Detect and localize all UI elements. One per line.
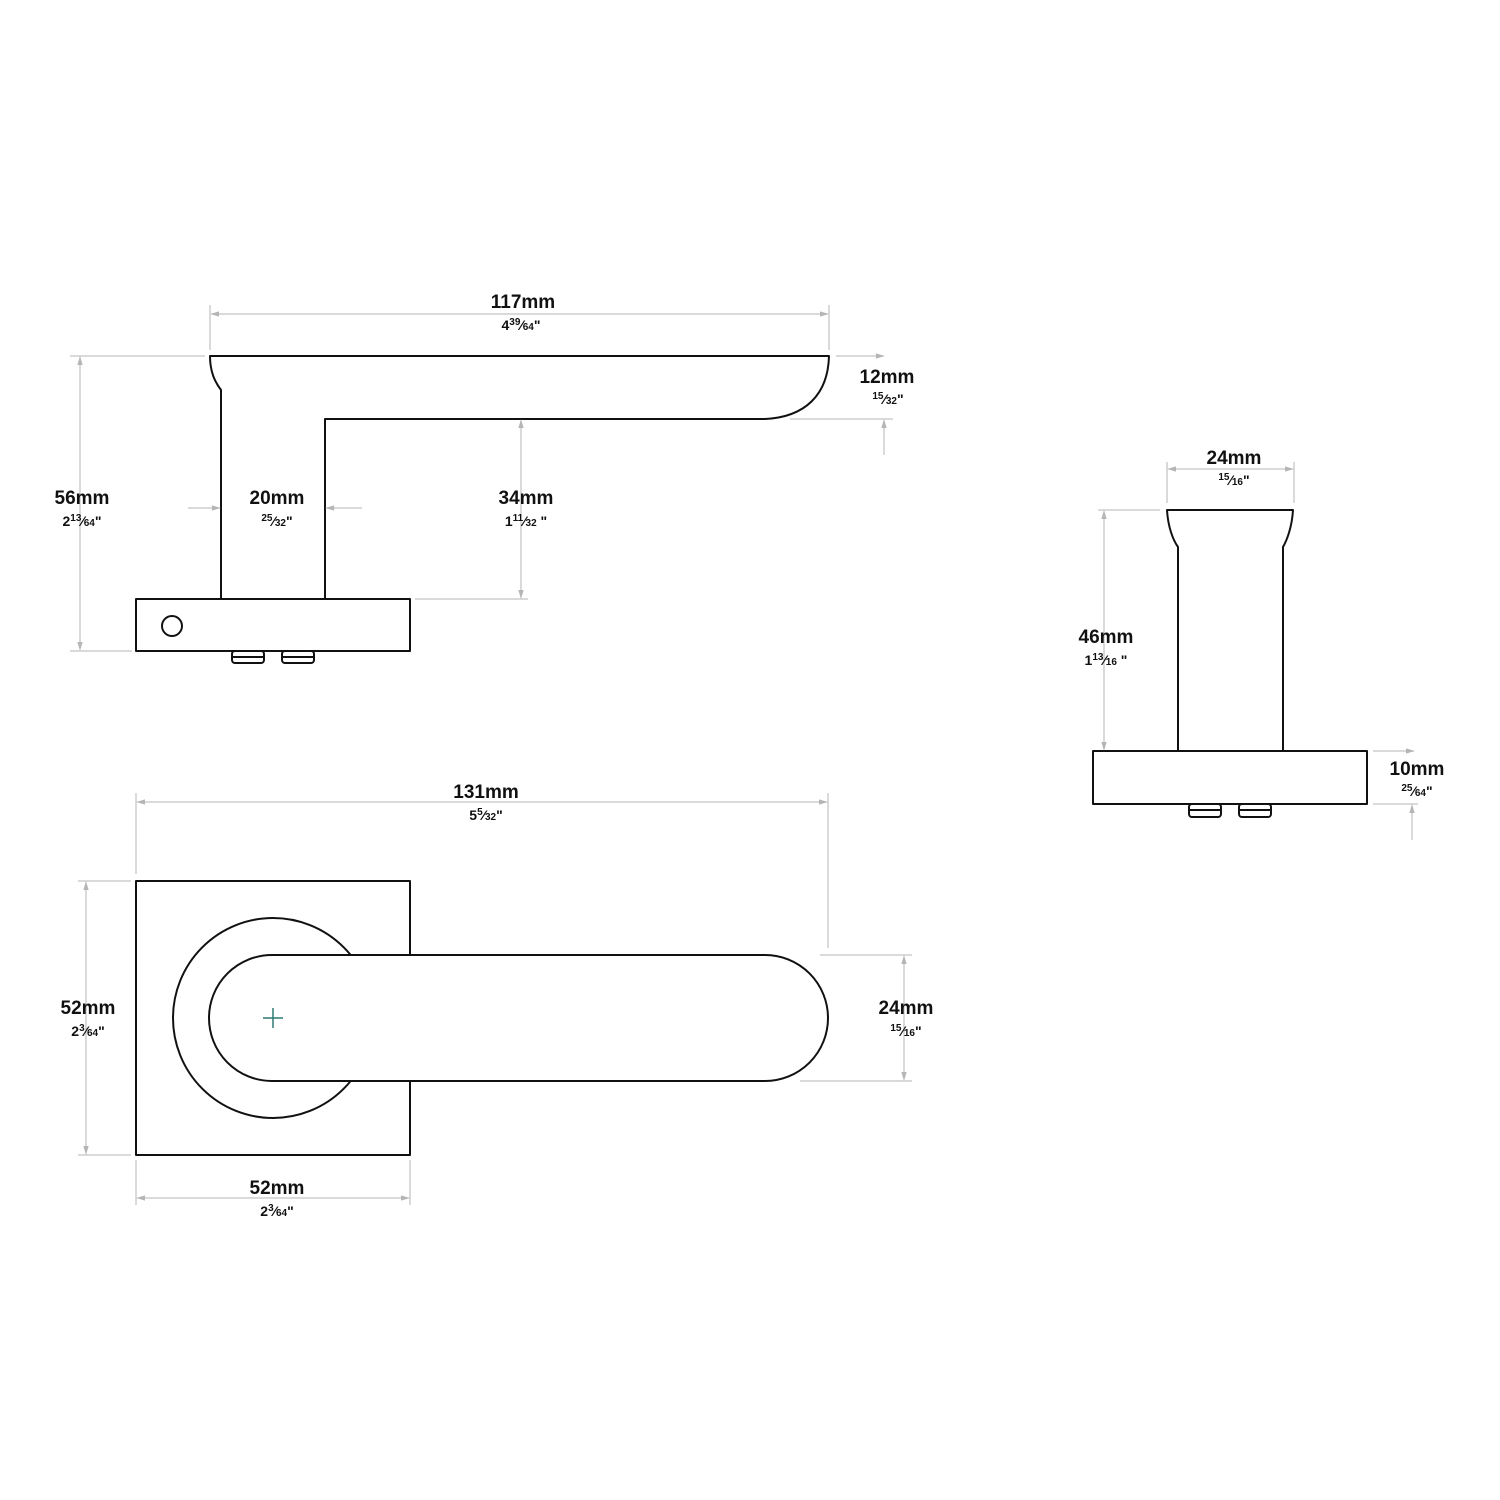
- dim-label-inch: 23⁄64": [71, 1023, 104, 1039]
- dim-label-inch: 25⁄64": [1401, 783, 1432, 799]
- grub-screw-hole: [161, 615, 183, 637]
- dim-label-mm: 24mm: [879, 998, 934, 1019]
- dim-label-mm: 24mm: [1207, 448, 1262, 469]
- end-view: [1092, 509, 1368, 818]
- dim-lever-thickness: 12mm 15⁄32": [790, 353, 915, 455]
- dim-label-inch: 15⁄32": [872, 391, 903, 407]
- dim-label-inch: 439⁄64": [501, 317, 540, 333]
- dim-label-mm: 34mm: [499, 488, 554, 509]
- dim-lever-width: 24mm 15⁄16": [800, 954, 934, 1082]
- dim-label-mm: 52mm: [61, 998, 116, 1019]
- end-lever-outline: [1166, 509, 1294, 752]
- dim-label-inch: 23⁄64": [260, 1203, 293, 1219]
- dim-label-mm: 117mm: [491, 292, 555, 313]
- dim-rose-thickness: 10mm 25⁄64": [1373, 748, 1445, 840]
- dim-end-height: 46mm 113⁄16 ": [1079, 509, 1160, 751]
- dim-label-mm: 131mm: [453, 782, 519, 803]
- dim-label-inch: 213⁄64": [62, 513, 101, 529]
- dim-lever-clearance: 34mm 111⁄32 ": [415, 419, 554, 600]
- side-view: [135, 355, 830, 664]
- side-lever-outline: [209, 355, 830, 600]
- dim-label-inch: 111⁄32 ": [505, 513, 547, 529]
- side-rose-plate: [135, 598, 411, 652]
- dim-label-inch: 113⁄16 ": [1085, 652, 1128, 668]
- dim-label-mm: 12mm: [860, 367, 915, 388]
- end-rose-plate: [1092, 750, 1368, 805]
- dim-end-width: 24mm 15⁄16": [1166, 448, 1295, 503]
- dim-side-length: 117mm 439⁄64": [209, 292, 830, 350]
- dim-label-inch: 15⁄16": [1218, 472, 1249, 488]
- dim-label-inch: 55⁄32": [469, 807, 502, 823]
- dim-label-mm: 46mm: [1079, 627, 1134, 648]
- dim-label-mm: 52mm: [250, 1178, 305, 1199]
- dim-label-inch: 15⁄16": [890, 1023, 921, 1039]
- dim-label-mm: 20mm: [250, 488, 305, 509]
- dim-neck-width: 20mm 25⁄32": [188, 488, 362, 529]
- dim-rose-height: 52mm 23⁄64": [61, 880, 131, 1156]
- dim-label-mm: 10mm: [1390, 759, 1445, 780]
- dim-rose-width: 52mm 23⁄64": [135, 1160, 411, 1219]
- dim-plan-length: 131mm 55⁄32": [135, 782, 829, 948]
- plan-view: [135, 880, 829, 1156]
- dim-label-inch: 25⁄32": [261, 513, 292, 529]
- plan-lever-body: [208, 954, 829, 1082]
- dim-side-height: 56mm 213⁄64": [55, 355, 205, 652]
- dim-label-mm: 56mm: [55, 488, 110, 509]
